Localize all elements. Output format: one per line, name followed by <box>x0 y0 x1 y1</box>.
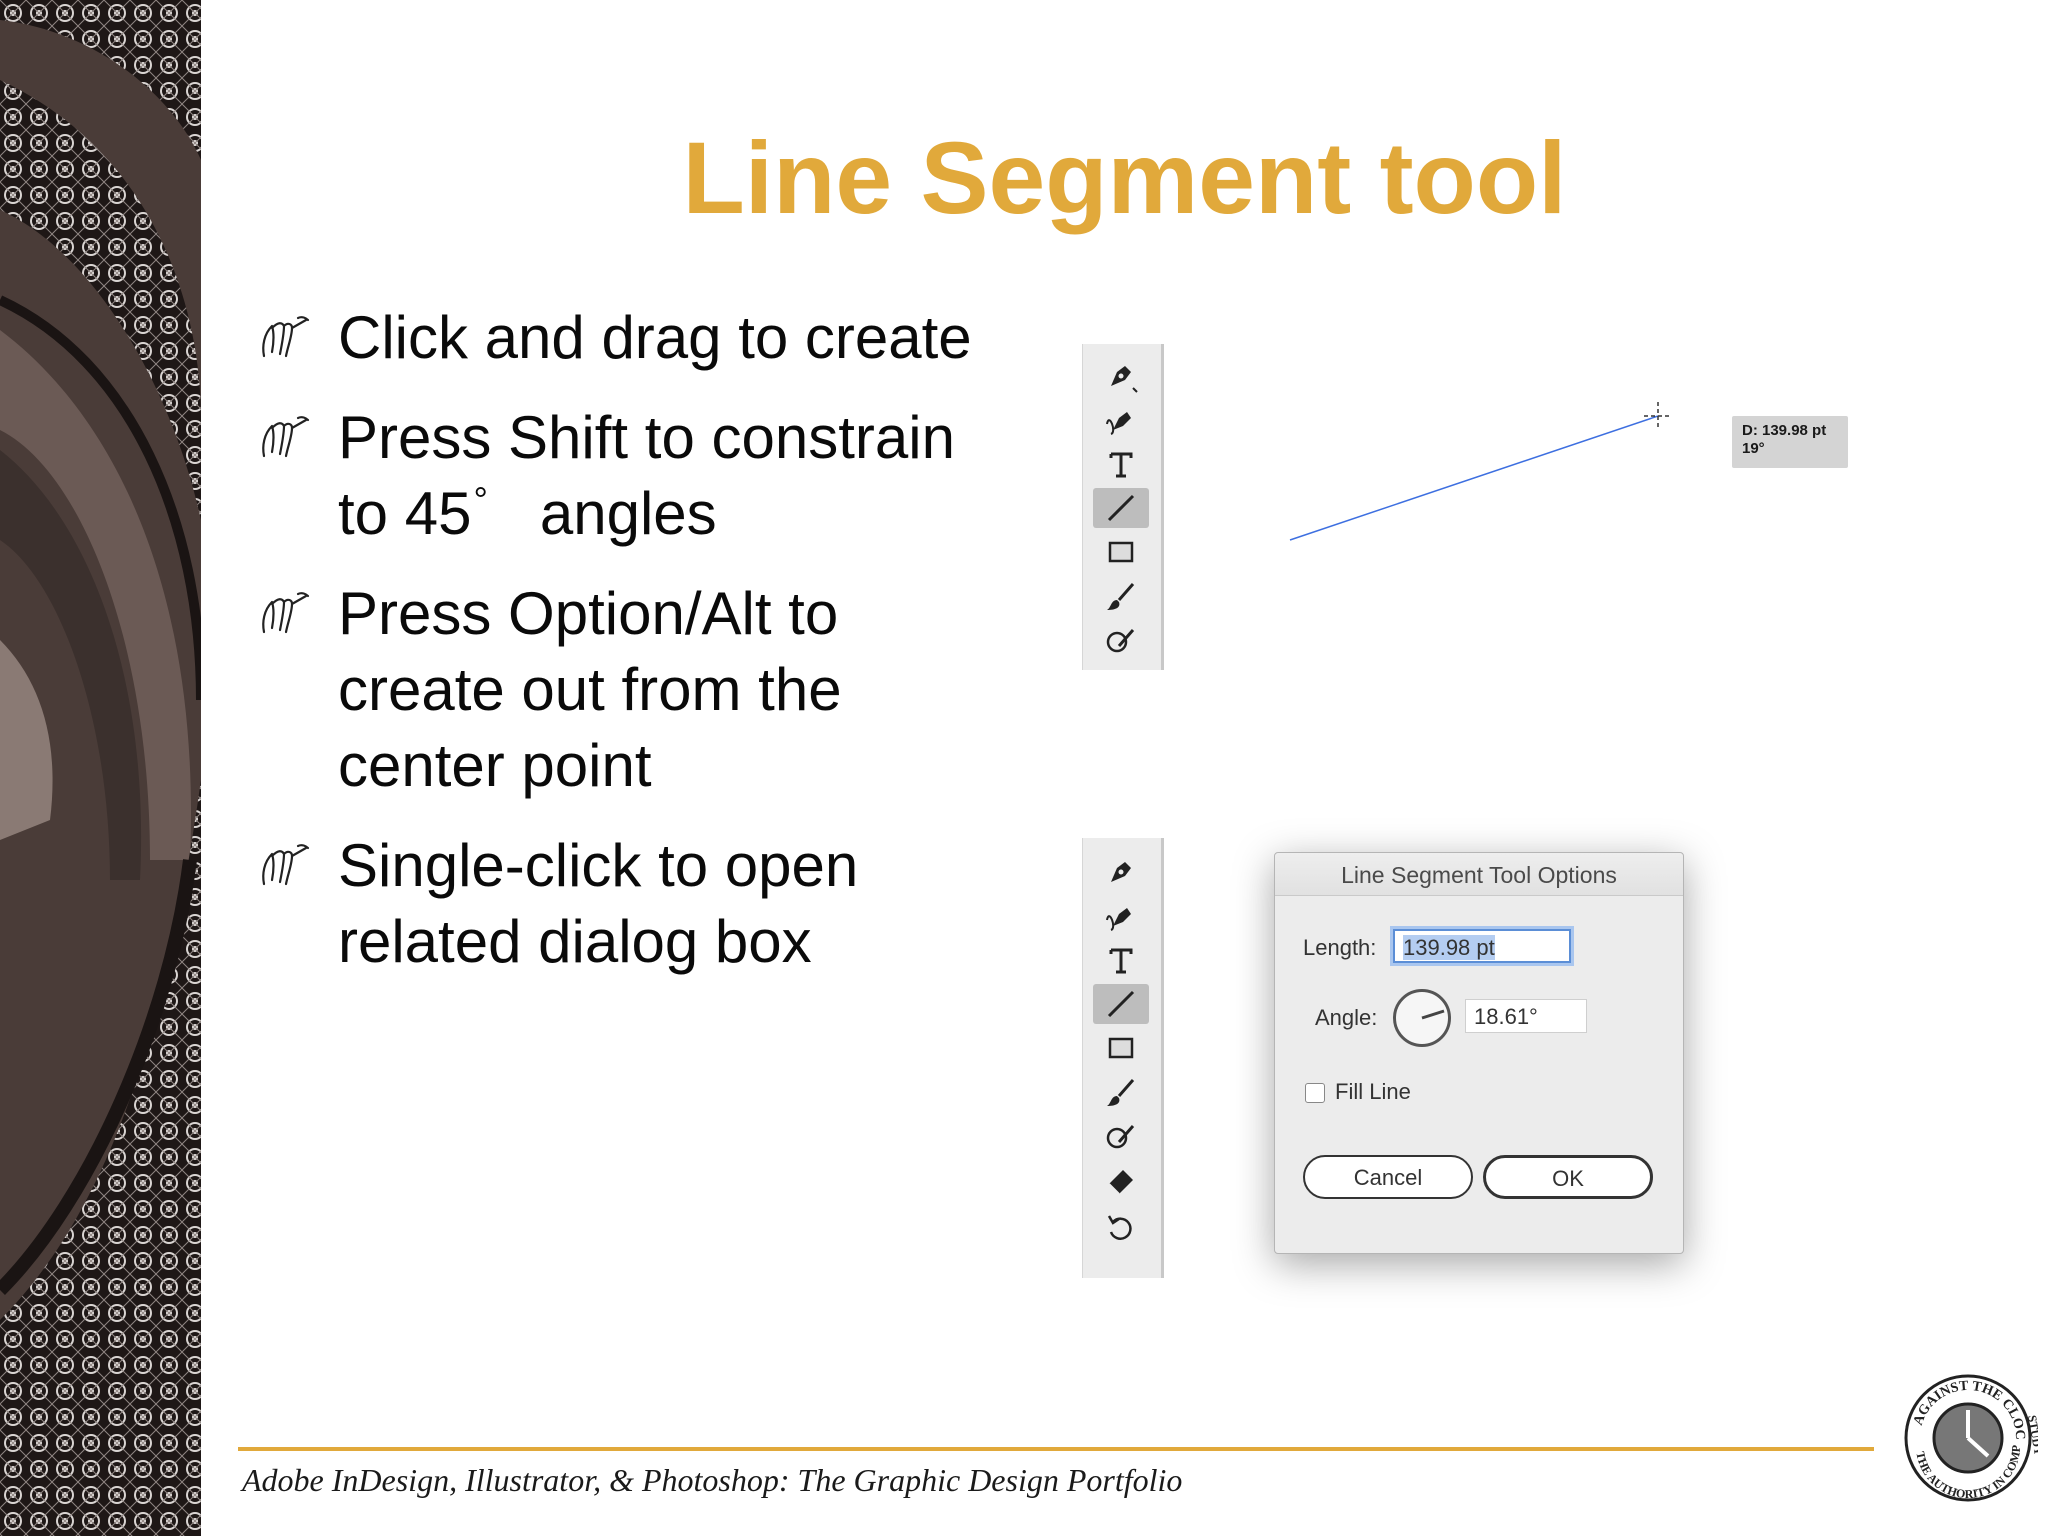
pen-tool[interactable] <box>1093 852 1149 892</box>
ok-button[interactable]: OK <box>1483 1155 1653 1199</box>
rotate-tool[interactable] <box>1093 1208 1149 1248</box>
line-segment-options-dialog: Line Segment Tool Options Length: 139.98… <box>1274 852 1684 1254</box>
bullet-text-prefix: to 45 <box>338 480 472 547</box>
bullet-text: Click and drag to create <box>338 304 972 371</box>
angle-label: Angle: <box>1315 1005 1378 1030</box>
curvature-tool[interactable] <box>1093 400 1149 440</box>
cancel-button[interactable]: Cancel <box>1303 1155 1473 1199</box>
rectangle-tool[interactable] <box>1093 1028 1149 1068</box>
pen-tool[interactable] <box>1093 356 1149 396</box>
eraser-icon <box>1108 1170 1133 1195</box>
pen-icon <box>1111 862 1131 882</box>
footer-divider <box>238 1447 1874 1451</box>
shaper-icon <box>1106 629 1135 653</box>
bullet-text: related dialog box <box>338 908 812 975</box>
length-value: 139.98 pt <box>1403 935 1495 960</box>
hand-bullet-icon <box>262 592 310 634</box>
rectangle-tool[interactable] <box>1093 532 1149 572</box>
rotate-icon <box>1107 1215 1132 1240</box>
bullet-text: Press Shift to constrain <box>338 404 955 471</box>
degree-symbol: ° <box>473 479 488 520</box>
shaper-icon <box>1106 1125 1135 1149</box>
dialog-screenshot: Line Segment Tool Options Length: 139.98… <box>1082 838 1842 1278</box>
tools-panel <box>1082 838 1164 1278</box>
bullet-text: create out from the <box>338 656 842 723</box>
dialog-title: Line Segment Tool Options <box>1275 853 1683 896</box>
rectangle-icon <box>1108 1037 1134 1059</box>
curvature-icon <box>1106 412 1131 435</box>
staircase-photo <box>0 0 201 1536</box>
line-segment-tool[interactable] <box>1093 488 1149 528</box>
angle-dial-icon <box>1421 1009 1445 1020</box>
bullet-text-line2: to 45° angles <box>338 476 717 560</box>
length-field[interactable]: 139.98 pt <box>1393 929 1571 963</box>
measure-distance: D: 139.98 pt <box>1742 422 1827 439</box>
hand-bullet-icon <box>262 416 310 458</box>
type-tool[interactable] <box>1093 940 1149 980</box>
paintbrush-tool[interactable] <box>1093 576 1149 616</box>
line-segment-icon <box>1107 494 1135 522</box>
paintbrush-icon <box>1107 1079 1135 1106</box>
rectangle-icon <box>1108 541 1134 563</box>
shaper-tool[interactable] <box>1093 620 1149 660</box>
bullet-text: center point <box>338 732 652 799</box>
fill-line-label: Fill Line <box>1335 1079 1411 1104</box>
type-icon <box>1109 948 1133 974</box>
angle-dial[interactable] <box>1393 989 1451 1047</box>
measure-angle: 19° <box>1742 440 1765 457</box>
line-segment-icon <box>1107 990 1135 1018</box>
curvature-icon <box>1106 908 1131 931</box>
pen-icon <box>1111 366 1138 393</box>
against-the-clock-logo: AGAINST THE CLOCK THE AUTHORITY IN COMPU… <box>1888 1356 2038 1502</box>
eraser-tool[interactable] <box>1093 1160 1149 1200</box>
bullet-text: Single-click to open <box>338 832 859 899</box>
drawn-line-segment <box>1289 402 1672 541</box>
footer-text: Adobe InDesign, Illustrator, & Photoshop… <box>242 1462 1183 1498</box>
tools-panel <box>1082 344 1164 670</box>
paintbrush-tool[interactable] <box>1093 1072 1149 1112</box>
slide-title: Line Segment tool <box>682 121 1567 235</box>
length-label: Length: <box>1303 935 1377 960</box>
bullet-text: Press Option/Alt to <box>338 580 839 647</box>
bullet-text-suffix: angles <box>539 480 717 547</box>
line-segment-tool[interactable] <box>1093 984 1149 1024</box>
hand-bullet-icon <box>262 316 310 358</box>
curvature-tool[interactable] <box>1093 896 1149 936</box>
crosshair-cursor-icon <box>1644 402 1672 430</box>
angle-field[interactable]: 18.61° <box>1465 999 1587 1033</box>
shaper-tool[interactable] <box>1093 1116 1149 1156</box>
type-icon <box>1109 452 1133 478</box>
hand-bullet-icon <box>262 844 310 886</box>
measurement-tooltip: D: 139.98 pt 19° <box>1732 416 1848 468</box>
fill-line-checkbox[interactable] <box>1305 1083 1325 1103</box>
type-tool[interactable] <box>1093 444 1149 484</box>
line-drawing-screenshot: D: 139.98 pt 19° <box>1082 344 1872 670</box>
paintbrush-icon <box>1107 583 1135 610</box>
